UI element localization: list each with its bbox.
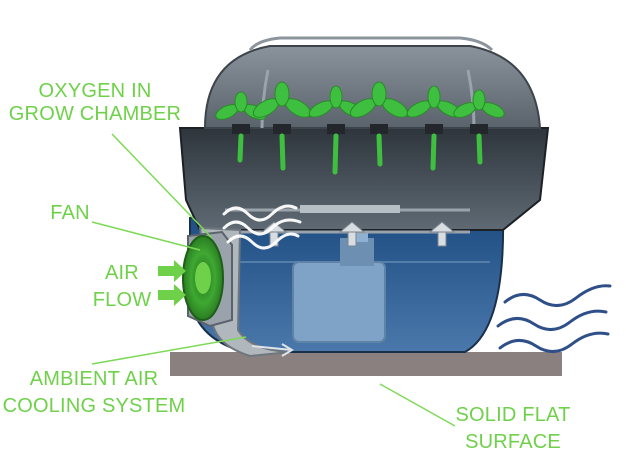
label-line: FLOW <box>92 289 152 311</box>
net-cups <box>232 124 488 175</box>
grow-chamber <box>178 127 550 231</box>
label-ambient-air-cooling-system: AMBIENT AIR COOLING SYSTEM <box>0 368 188 418</box>
pump <box>292 261 386 343</box>
plants <box>215 81 505 120</box>
spray-nozzles <box>260 221 456 247</box>
label-solid-flat-surface: SOLID FLAT SURFACE <box>448 404 578 454</box>
label-line: SOLID FLAT <box>455 404 571 426</box>
air-flow-arrows <box>158 260 186 306</box>
label-oxygen-in-grow-chamber: OXYGEN IN GROW CHAMBER <box>5 80 185 126</box>
oxygen-waves <box>222 204 302 250</box>
label-line: FAN <box>50 202 90 224</box>
air-flow-arrow-icon <box>158 260 186 282</box>
label-fan: FAN <box>45 202 95 225</box>
surface-slab <box>170 352 562 376</box>
air-flow-arrow-icon <box>158 284 186 306</box>
label-line: SURFACE <box>465 431 561 453</box>
label-line: OXYGEN IN <box>38 80 152 102</box>
label-line: AMBIENT AIR <box>29 368 159 390</box>
label-line: GROW CHAMBER <box>8 103 182 125</box>
leader-lines <box>91 133 456 427</box>
exhaust-waves <box>496 284 612 353</box>
label-air-flow: AIR FLOW <box>88 262 156 312</box>
label-line: COOLING SYSTEM <box>2 395 186 417</box>
label-line: AIR <box>105 262 139 284</box>
